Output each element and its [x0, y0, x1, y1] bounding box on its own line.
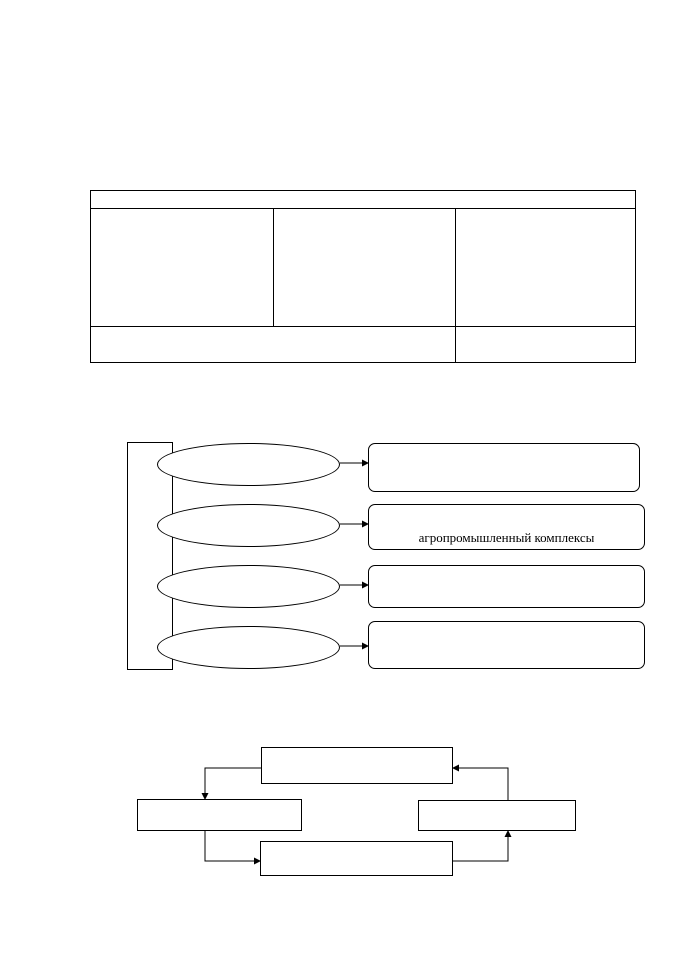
ellipse-3 — [157, 565, 340, 608]
result-box-3 — [368, 565, 645, 608]
cycle-box-top — [261, 747, 453, 784]
ellipse-1 — [157, 443, 340, 486]
table-column-divider-2 — [455, 208, 456, 362]
result-box-2: агропромышленный комплексы — [368, 504, 645, 550]
cycle-box-bottom — [260, 841, 453, 876]
result-box-4 — [368, 621, 645, 669]
cycle-arrow-left-to-bottom — [204, 830, 261, 865]
cycle-box-left — [137, 799, 302, 831]
left-bracket-box — [127, 442, 173, 670]
cycle-arrow-bottom-to-right — [453, 830, 512, 862]
cycle-arrow-right-to-top — [452, 764, 509, 800]
table-column-divider-1 — [273, 208, 274, 326]
result-box-1 — [368, 443, 640, 492]
result-box-2-label: агропромышленный комплексы — [418, 530, 595, 545]
cycle-box-right — [418, 800, 576, 831]
ellipse-4 — [157, 626, 340, 669]
table-footer-divider — [91, 326, 635, 327]
ellipse-2 — [157, 504, 340, 547]
table-header-divider — [91, 208, 635, 209]
empty-table — [90, 190, 636, 363]
cycle-arrow-top-to-left — [201, 767, 261, 800]
